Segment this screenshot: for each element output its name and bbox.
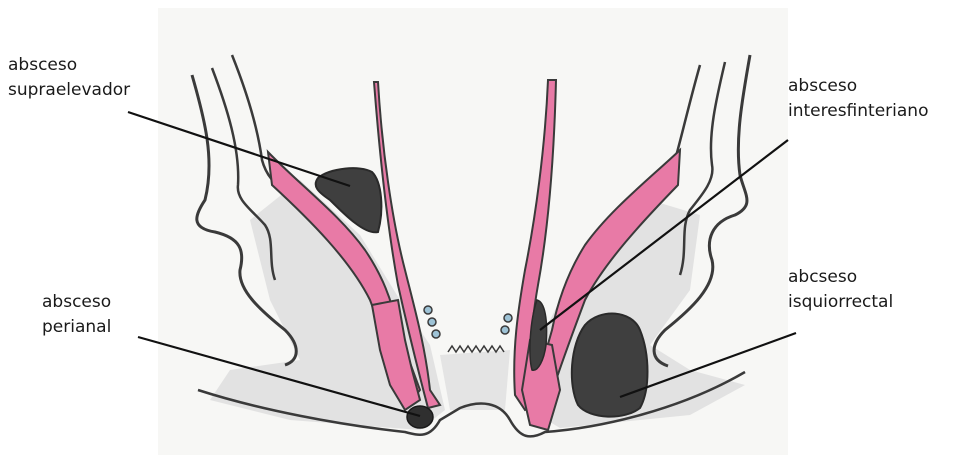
label-supraelevador-line1: absceso	[8, 53, 130, 78]
label-interesfinteriano-line1: absceso	[788, 74, 928, 99]
label-supraelevador-line2: supraelevador	[8, 78, 130, 103]
label-perianal-line2: perianal	[42, 315, 111, 340]
label-interesfinteriano-line2: interesfinteriano	[788, 99, 928, 124]
anal-canal-shading	[440, 350, 510, 410]
label-isquiorrectal-line1: abcseso	[788, 265, 893, 290]
label-isquiorrectal-line2: isquiorrectal	[788, 290, 893, 315]
label-abcseso-isquiorrectal: abcseso isquiorrectal	[788, 265, 893, 315]
label-perianal-line1: absceso	[42, 290, 111, 315]
label-absceso-interesfinteriano: absceso interesfinteriano	[788, 74, 928, 124]
label-absceso-supraelevador: absceso supraelevador	[8, 53, 130, 103]
ischiorectal-abscess	[572, 314, 648, 417]
perianal-abscess	[407, 406, 433, 428]
label-absceso-perianal: absceso perianal	[42, 290, 111, 340]
